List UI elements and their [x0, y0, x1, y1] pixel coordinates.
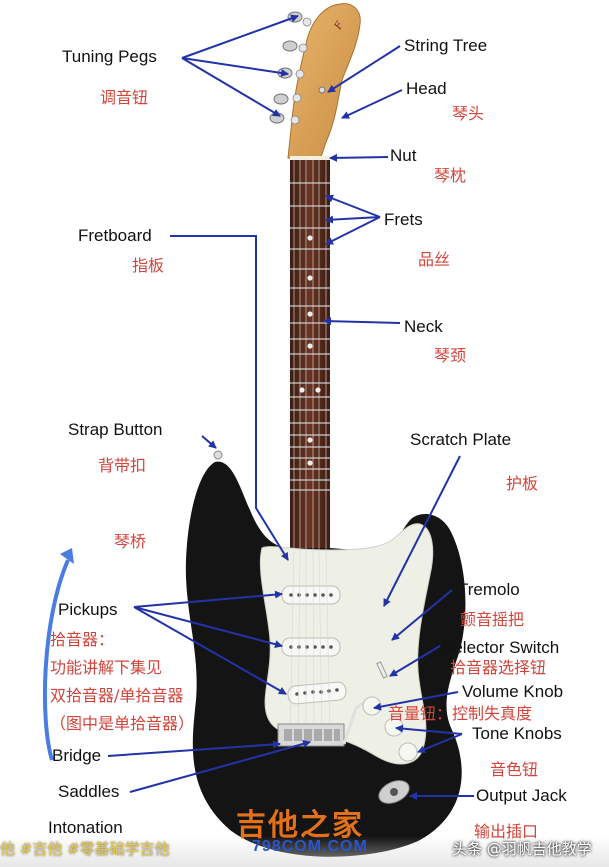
label-pickups: Pickups	[58, 600, 118, 619]
label-head-cn: 琴头	[452, 104, 485, 123]
hashtag-tags[interactable]: 他 #吉他 #零基础学吉他	[0, 840, 170, 858]
label-output-jack: Output Jack	[476, 786, 567, 805]
label-string-tree: String Tree	[404, 36, 488, 55]
label-frets-cn: 品丝	[418, 250, 451, 269]
label-tremolo-cn: 颤音摇把	[460, 610, 525, 629]
headstock	[287, 3, 361, 161]
label-pickups-cn-3: 双拾音器/单拾音器	[50, 686, 184, 705]
label-volume-knob: Volume Knob	[462, 682, 564, 701]
label-neck-cn: 琴颈	[434, 346, 467, 365]
strap-button	[213, 450, 223, 460]
label-tone-knobs: Tone Knobs	[472, 724, 562, 743]
bottom-overlay-band	[0, 836, 609, 867]
label-strap-button: Strap Button	[68, 420, 163, 439]
label-fretboard-cn: 指板	[132, 256, 165, 275]
label-tremolo: Tremolo	[458, 580, 520, 599]
author-attribution[interactable]: 头条 @羽帆吉他教学	[452, 840, 592, 858]
label-strap-button-cn: 背带扣	[98, 456, 147, 475]
fretboard	[290, 158, 330, 548]
label-pickups-cn-4: （图中是单拾音器）	[50, 714, 195, 733]
label-selector-switch: Selector Switch	[442, 638, 560, 657]
label-head: Head	[406, 79, 447, 98]
label-volume-knob-cn: 音量钮：控制失真度	[388, 704, 533, 723]
label-bridge-cn: 琴桥	[114, 532, 147, 551]
pickups	[281, 585, 347, 705]
label-frets: Frets	[384, 210, 423, 229]
swoop-arrow	[42, 559, 70, 761]
label-pickups-cn-2: 功能讲解下集见	[50, 658, 163, 677]
pickguard	[259, 523, 434, 765]
label-tuning-pegs-cn: 调音钮	[100, 88, 149, 107]
label-bridge: Bridge	[52, 746, 102, 765]
label-selector-switch-cn: 拾音器选择钮	[450, 658, 547, 677]
label-saddles: Saddles	[58, 782, 120, 801]
nut	[290, 156, 330, 160]
label-tone-knobs-cn: 音色钮	[490, 760, 539, 779]
label-scratch-plate: Scratch Plate	[410, 430, 512, 449]
label-neck: Neck	[404, 317, 443, 336]
label-fretboard: Fretboard	[78, 226, 152, 245]
label-nut: Nut	[390, 146, 417, 165]
label-tuning-pegs: Tuning Pegs	[62, 47, 157, 66]
watermark-logo: 吉他之家	[236, 808, 364, 843]
callout-arrows	[107, 14, 474, 800]
label-nut-cn: 琴枕	[434, 166, 467, 185]
label-intonation: Intonation	[48, 818, 123, 837]
label-pickups-cn-1: 拾音器：	[50, 630, 115, 649]
label-scratch-plate-cn: 护板	[506, 474, 539, 493]
frets	[290, 182, 330, 491]
watermark-url: 798COM.COM	[252, 838, 368, 855]
